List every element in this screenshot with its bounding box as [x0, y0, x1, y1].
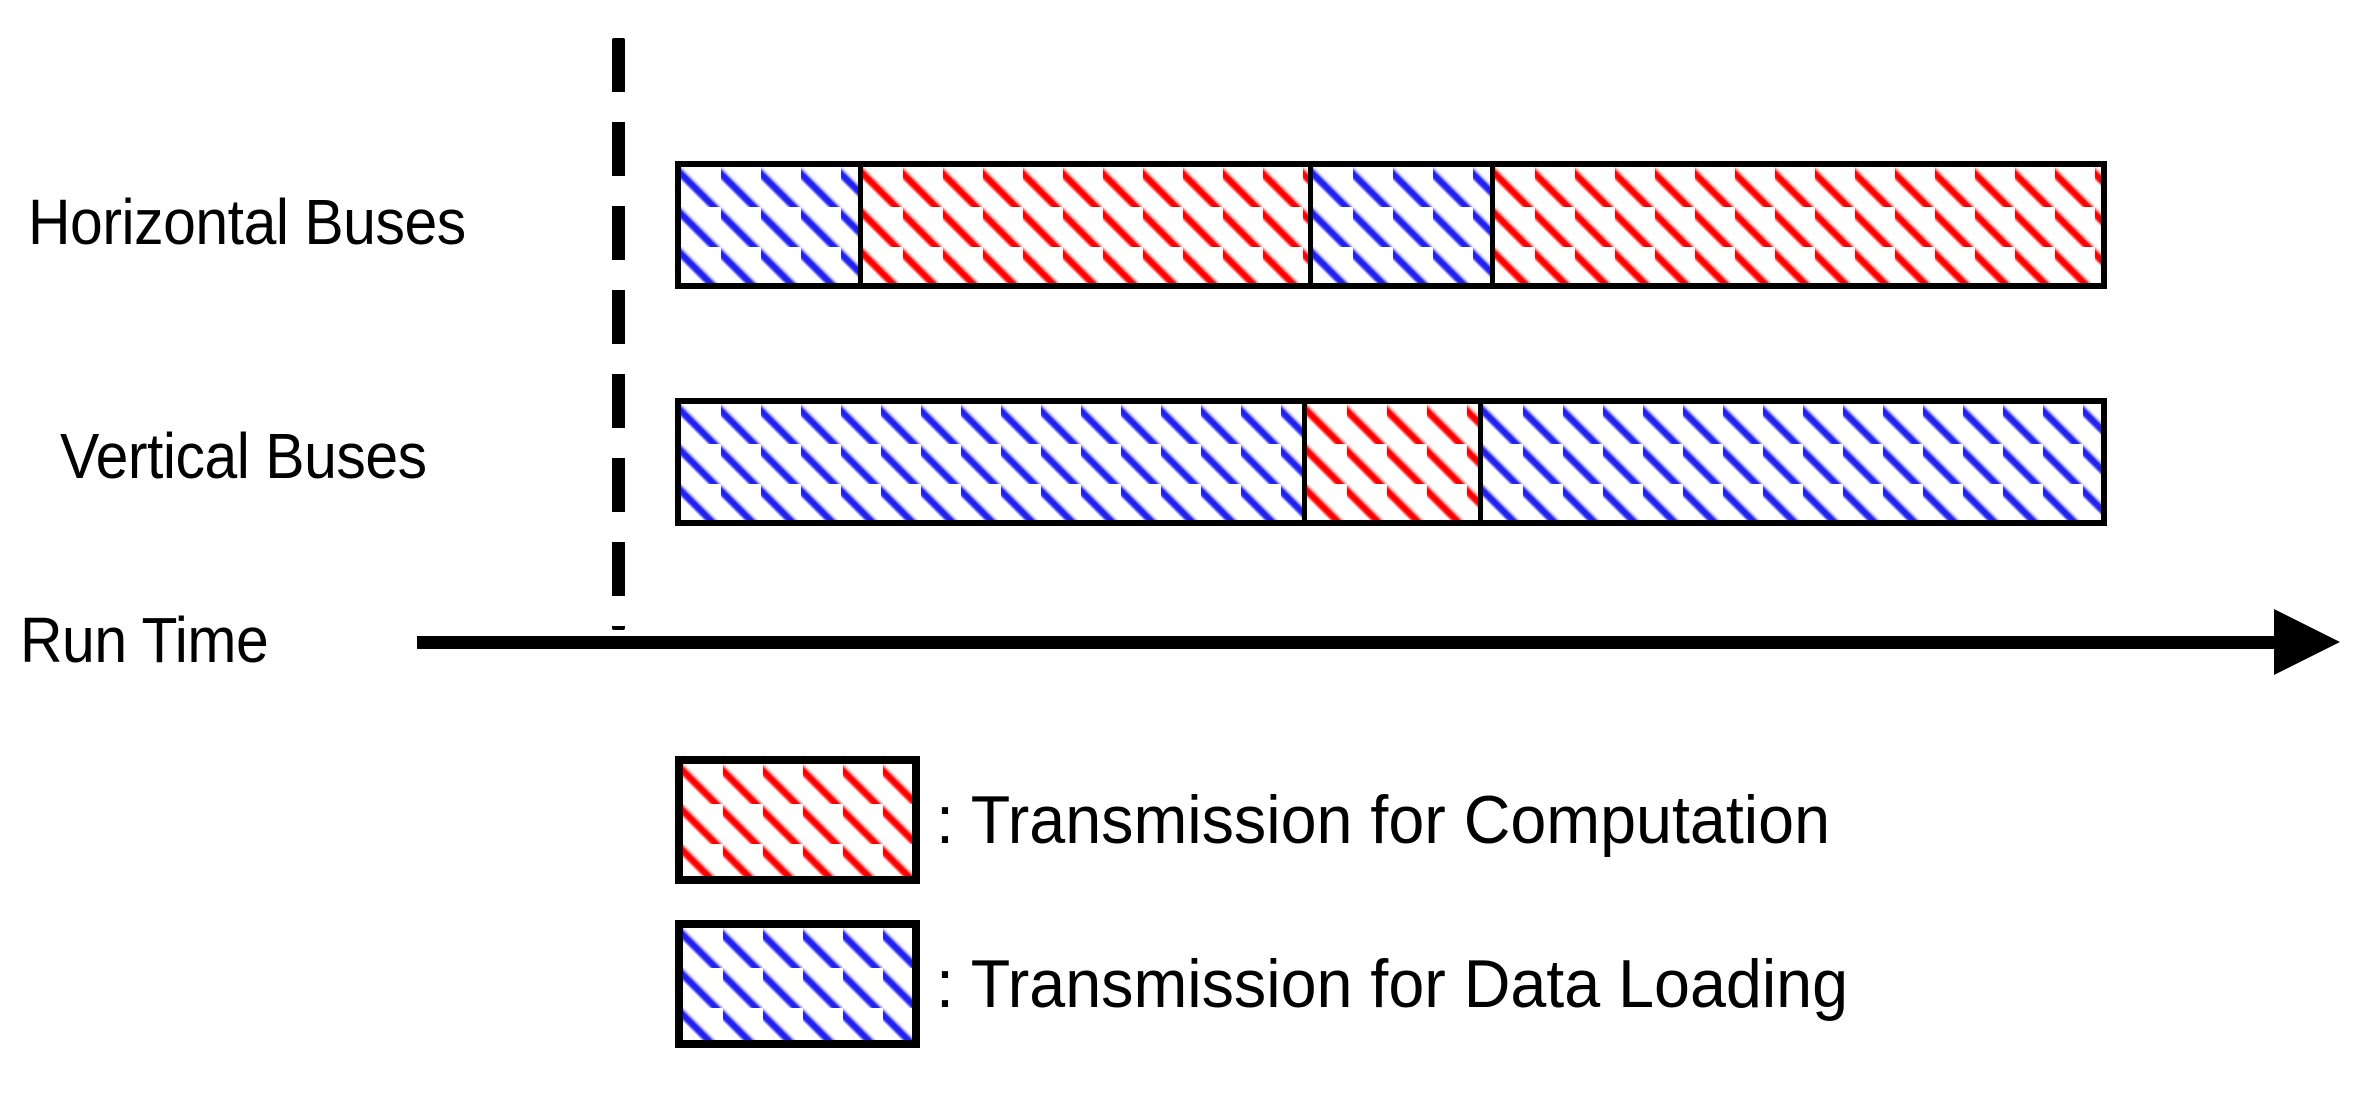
timeline-bar-vertical-buses: [675, 398, 2107, 526]
timeline-bar-horizontal-buses: [675, 161, 2107, 289]
arrow-head-icon: [2274, 609, 2340, 675]
run-time-axis-arrow: [417, 609, 2340, 675]
segment-data-loading[interactable]: [1483, 404, 2101, 520]
segment-data-loading[interactable]: [681, 404, 1308, 520]
segment-data-loading[interactable]: [681, 167, 863, 283]
legend-item-data-loading: : Transmission for Data Loading: [675, 920, 1896, 1048]
legend-swatch-computation: [675, 756, 920, 884]
axis-label-run-time: Run Time: [20, 604, 269, 676]
segment-computation[interactable]: [862, 167, 1313, 283]
axis-line: [417, 636, 2279, 649]
row-label-vertical-buses: Vertical Buses: [60, 420, 427, 492]
segment-computation[interactable]: [1307, 404, 1484, 520]
segment-data-loading[interactable]: [1312, 167, 1495, 283]
timeline-start-marker: [612, 38, 625, 630]
legend-swatch-data-loading: [675, 920, 920, 1048]
legend-label-data-loading: : Transmission for Data Loading: [936, 946, 1849, 1022]
row-label-horizontal-buses: Horizontal Buses: [28, 186, 466, 258]
segment-computation[interactable]: [1494, 167, 2101, 283]
legend-item-computation: : Transmission for Computation: [675, 756, 1877, 884]
legend-label-computation: : Transmission for Computation: [936, 782, 1830, 858]
